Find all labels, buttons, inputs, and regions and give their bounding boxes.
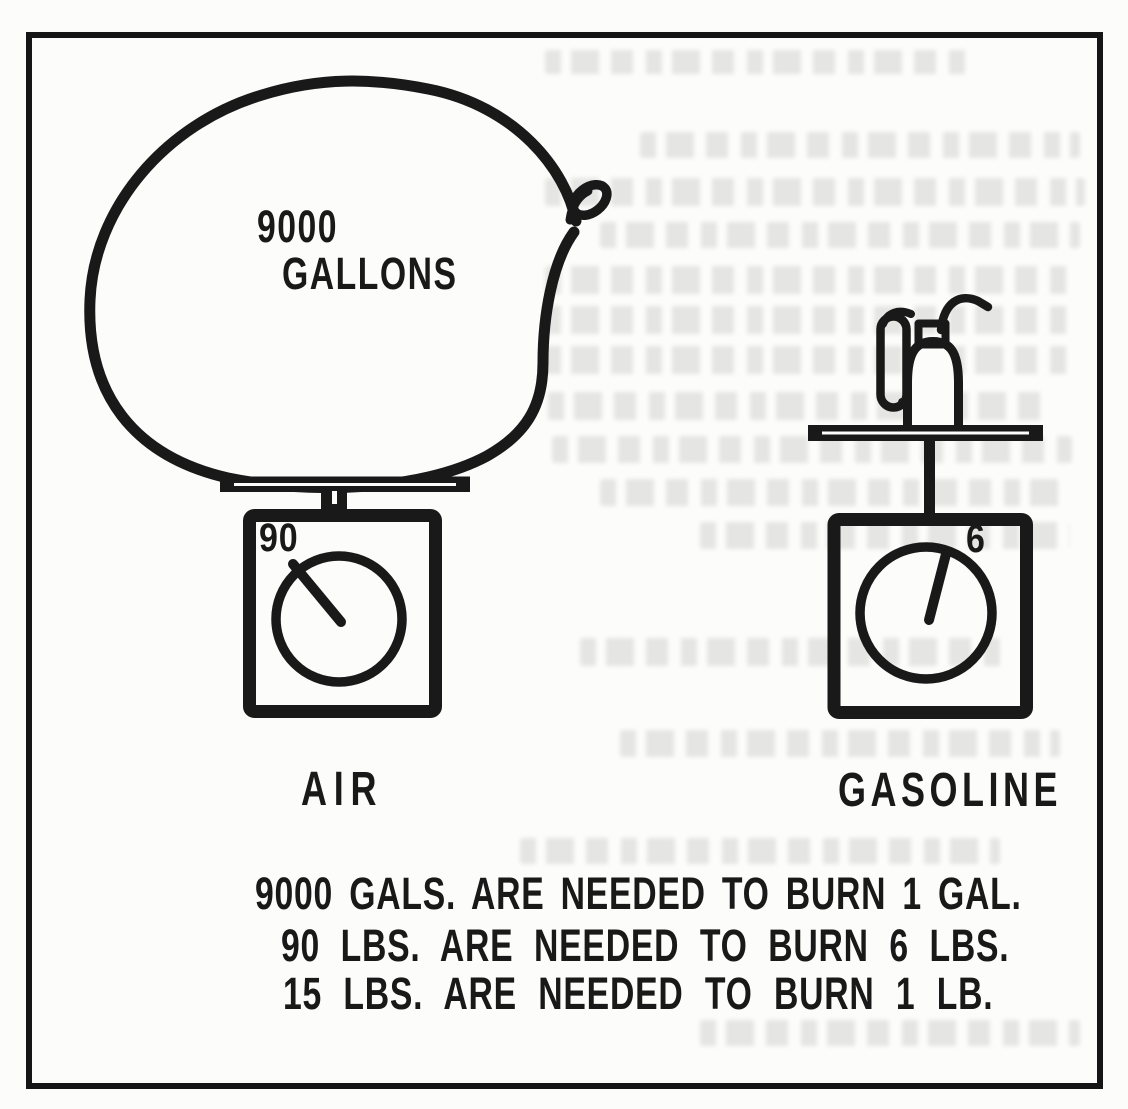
show-through-text-smudge	[545, 50, 975, 74]
gasoline-scale	[808, 425, 1043, 719]
balloon-knot	[568, 179, 612, 221]
gas-can-cap	[914, 319, 950, 349]
caption-line-1: 9000 GALS. ARE NEEDED TO BURN 1 GAL.	[255, 868, 1022, 919]
air-scale-box	[243, 509, 442, 718]
gasoline-scale-reading: 6	[966, 517, 986, 561]
air-scale-reading: 90	[259, 516, 299, 560]
figure-frame	[26, 32, 1103, 1089]
gas-can	[876, 293, 993, 431]
gasoline-scale-stem	[924, 441, 935, 519]
show-through-text-smudge	[580, 638, 1010, 666]
gas-can-spout	[936, 293, 993, 335]
gasoline-scale-needle	[924, 549, 951, 625]
air-scale-needle	[288, 559, 346, 627]
show-through-text-smudge	[545, 178, 1085, 206]
show-through-text-smudge	[600, 222, 1080, 248]
show-through-text-smudge	[620, 730, 1060, 757]
gas-can-lever	[879, 307, 915, 328]
air-scale-platform-highlight	[234, 483, 456, 486]
show-through-text-smudge	[548, 392, 1048, 420]
balloon	[84, 75, 612, 494]
gasoline-label: GASOLINE	[838, 764, 1063, 817]
balloon-outline	[84, 75, 582, 494]
gas-can-body	[903, 337, 963, 431]
air-scale-dial	[271, 551, 407, 687]
gasoline-scale-dial	[855, 542, 997, 684]
air-scale-stem-slot	[332, 491, 337, 504]
show-through-text-smudge	[545, 346, 1075, 374]
gasoline-scale-box	[827, 513, 1033, 719]
air-label: AIR	[301, 763, 384, 816]
show-through-text-smudge	[700, 1020, 1080, 1046]
balloon-capacity-unit: GALLONS	[282, 248, 458, 299]
caption-line-2: 90 LBS. ARE NEEDED TO BURN 6 LBS.	[281, 920, 1010, 971]
show-through-text-smudge	[600, 479, 1070, 506]
show-through-text-smudge	[520, 838, 1000, 864]
balloon-capacity-value: 9000	[257, 201, 339, 252]
caption-line-3: 15 LBS. ARE NEEDED TO BURN 1 LB.	[283, 968, 994, 1019]
show-through-text-smudge	[640, 132, 1080, 158]
gasoline-scale-platform-highlight	[822, 431, 1029, 435]
show-through-text-smudge	[545, 266, 1075, 294]
air-scale	[220, 476, 470, 718]
gas-can-handle	[876, 312, 911, 412]
show-through-text-smudge	[700, 522, 1070, 549]
